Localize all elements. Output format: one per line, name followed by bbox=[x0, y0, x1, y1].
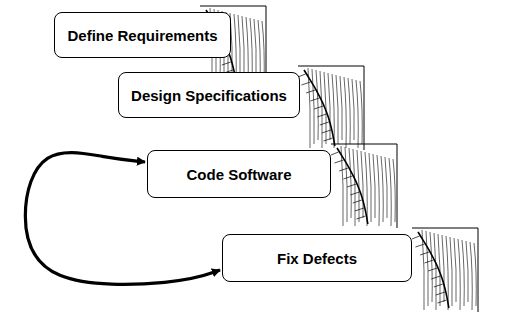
box-label: Design Specifications bbox=[131, 87, 287, 104]
rock-hatch bbox=[350, 192, 359, 195]
water-stroke bbox=[357, 150, 359, 222]
water-stroke bbox=[466, 241, 468, 302]
water-stroke bbox=[474, 243, 476, 306]
water-stroke bbox=[373, 154, 375, 218]
rock-hatch bbox=[306, 90, 315, 93]
rock-hatch bbox=[320, 122, 329, 125]
water-stroke bbox=[353, 149, 355, 226]
water-stroke bbox=[328, 73, 330, 140]
rock-hatch bbox=[412, 236, 420, 239]
process-box: Design Specifications bbox=[118, 72, 300, 118]
water-stroke bbox=[336, 75, 338, 144]
rock-hatch bbox=[437, 300, 446, 303]
process-box: Fix Defects bbox=[222, 234, 412, 282]
picture-frame bbox=[412, 228, 478, 312]
water-stroke bbox=[438, 234, 440, 306]
water-stroke bbox=[470, 242, 472, 310]
water-stroke bbox=[454, 238, 456, 302]
rock-hatch bbox=[431, 276, 440, 279]
rock-hatch bbox=[331, 152, 339, 155]
water-stroke bbox=[381, 156, 383, 222]
water-stroke bbox=[426, 231, 428, 306]
water-stroke bbox=[430, 232, 432, 302]
water-stroke bbox=[462, 240, 464, 306]
waterfall-picture bbox=[412, 228, 478, 312]
rock-hatch bbox=[353, 200, 362, 203]
water-stroke bbox=[434, 233, 436, 310]
process-box: Code Software bbox=[147, 150, 331, 198]
water-stroke bbox=[360, 81, 362, 144]
picture-frame bbox=[298, 66, 364, 150]
waterfall-picture bbox=[298, 66, 364, 150]
water-stroke bbox=[446, 236, 448, 310]
water-stroke bbox=[361, 151, 363, 218]
water-stroke bbox=[332, 74, 334, 148]
rock-hatch bbox=[356, 216, 365, 219]
water-stroke bbox=[442, 235, 444, 302]
rock-hatch bbox=[434, 284, 443, 287]
picture-frame bbox=[331, 144, 397, 228]
rock-hatch bbox=[323, 138, 332, 141]
water-stroke bbox=[349, 148, 351, 218]
water-stroke bbox=[377, 155, 379, 226]
water-stroke bbox=[458, 239, 460, 310]
process-box: Define Requirements bbox=[54, 12, 231, 58]
rock-hatch bbox=[317, 114, 326, 117]
rock-hatch bbox=[222, 62, 231, 65]
rock-hatch bbox=[420, 252, 429, 255]
water-stroke bbox=[356, 80, 358, 148]
water-stroke bbox=[344, 77, 346, 148]
box-label: Define Requirements bbox=[67, 27, 217, 44]
water-stroke bbox=[308, 68, 310, 148]
box-label: Fix Defects bbox=[277, 250, 357, 267]
water-stroke bbox=[389, 158, 391, 226]
water-stroke bbox=[365, 152, 367, 226]
water-stroke bbox=[369, 153, 371, 222]
water-stroke bbox=[352, 79, 354, 140]
box-label: Code Software bbox=[186, 166, 291, 183]
water-stroke bbox=[450, 237, 452, 306]
water-stroke bbox=[422, 230, 424, 310]
water-stroke bbox=[320, 71, 322, 148]
waterfall-picture bbox=[331, 144, 397, 228]
water-stroke bbox=[340, 76, 342, 140]
water-stroke bbox=[345, 147, 347, 222]
water-stroke bbox=[242, 16, 244, 80]
water-stroke bbox=[385, 157, 387, 218]
water-stroke bbox=[254, 19, 256, 80]
water-stroke bbox=[312, 69, 314, 144]
water-stroke bbox=[324, 72, 326, 144]
water-stroke bbox=[341, 146, 343, 226]
water-stroke bbox=[393, 159, 395, 222]
rock-hatch bbox=[339, 168, 348, 171]
water-stroke bbox=[316, 70, 318, 140]
water-stroke bbox=[348, 78, 350, 144]
